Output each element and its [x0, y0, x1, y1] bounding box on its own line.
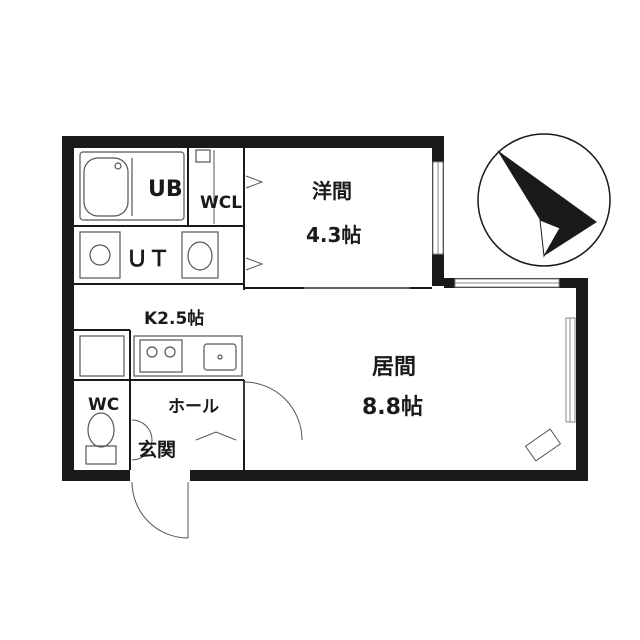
- label-wc: WC: [88, 395, 119, 415]
- toilet: [85, 412, 117, 465]
- label-ut: ＵＴ: [126, 247, 170, 272]
- north-arrow-icon: [477, 133, 611, 267]
- label-ima-name: 居間: [372, 355, 416, 380]
- label-ub: UB: [148, 177, 183, 202]
- closet-doors: [213, 150, 264, 271]
- label-kitchen: K2.5帖: [144, 308, 204, 329]
- label-wcl: WCL: [200, 193, 242, 213]
- door-swings: [131, 287, 410, 539]
- label-ima-size: 8.8帖: [362, 395, 423, 420]
- outer-walls: [62, 136, 588, 481]
- kitchen-counter: [79, 335, 243, 377]
- washroom-fixtures: [79, 149, 219, 279]
- windows: [432, 161, 576, 423]
- label-yoma-name: 洋間: [312, 179, 352, 203]
- unit-bath: [79, 151, 185, 221]
- label-genkan: 玄関: [138, 438, 176, 461]
- label-hall: ホール: [168, 397, 219, 417]
- label-yoma-size: 4.3帖: [306, 223, 361, 247]
- ac-unit: [524, 428, 562, 462]
